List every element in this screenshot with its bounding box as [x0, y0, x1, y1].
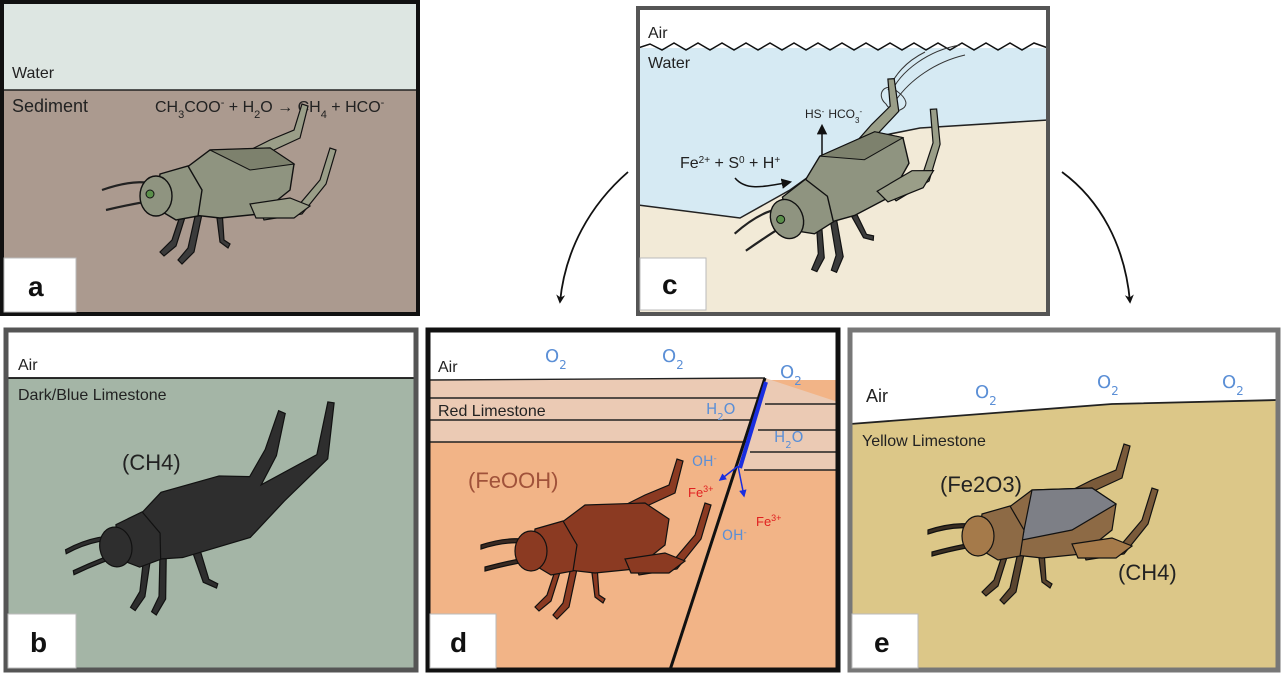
panel-letter-c: c [662, 269, 678, 300]
panel-letter-a: a [28, 271, 44, 302]
layer-label-d: Red Limestone [438, 403, 546, 420]
water-layer [2, 2, 418, 90]
layer-label-b: Dark/Blue Limestone [18, 387, 167, 404]
mineral-label-e: (Fe2O3) [940, 472, 1022, 497]
oh-label-d2: OH- [722, 528, 747, 544]
panel-a: Water Sediment CH3COO- + H2O → CH4 + HCO… [2, 2, 418, 314]
sediment-label: Sediment [12, 96, 88, 116]
air-label-b: Air [18, 357, 38, 374]
reactants-equation: Fe2+ + S0 + H+ [680, 155, 780, 173]
mineral-label-d: (FeOOH) [468, 468, 558, 493]
oh-label-d1: OH- [692, 454, 717, 470]
panel-c: Air Water Fe2+ + S0 + H+ HS-HCO3- c [638, 8, 1048, 314]
air-label-d: Air [438, 359, 458, 376]
gas-label-e: (CH4) [1118, 560, 1177, 585]
layer-label-e: Yellow Limestone [862, 433, 986, 450]
arrow-c-to-d [560, 172, 628, 302]
arrow-c-to-e [1062, 172, 1130, 302]
panel-e: Air Yellow Limestone O2 O2 O2 (Fe2O3) (C… [850, 330, 1278, 670]
panel-b: Air Dark/Blue Limestone (CH4) b [6, 330, 416, 670]
panel-letter-d: d [450, 627, 467, 658]
water-label: Water [12, 65, 55, 82]
air-label-c: Air [648, 25, 668, 42]
gas-label-b: (CH4) [122, 450, 181, 475]
water-label-c: Water [648, 55, 691, 72]
panel-d: Air Red Limestone O2 O2 O2 H2O H2O OH- O… [428, 330, 838, 670]
panel-letter-e: e [874, 627, 890, 658]
air-label-e: Air [866, 386, 888, 406]
panel-letter-b: b [30, 627, 47, 658]
